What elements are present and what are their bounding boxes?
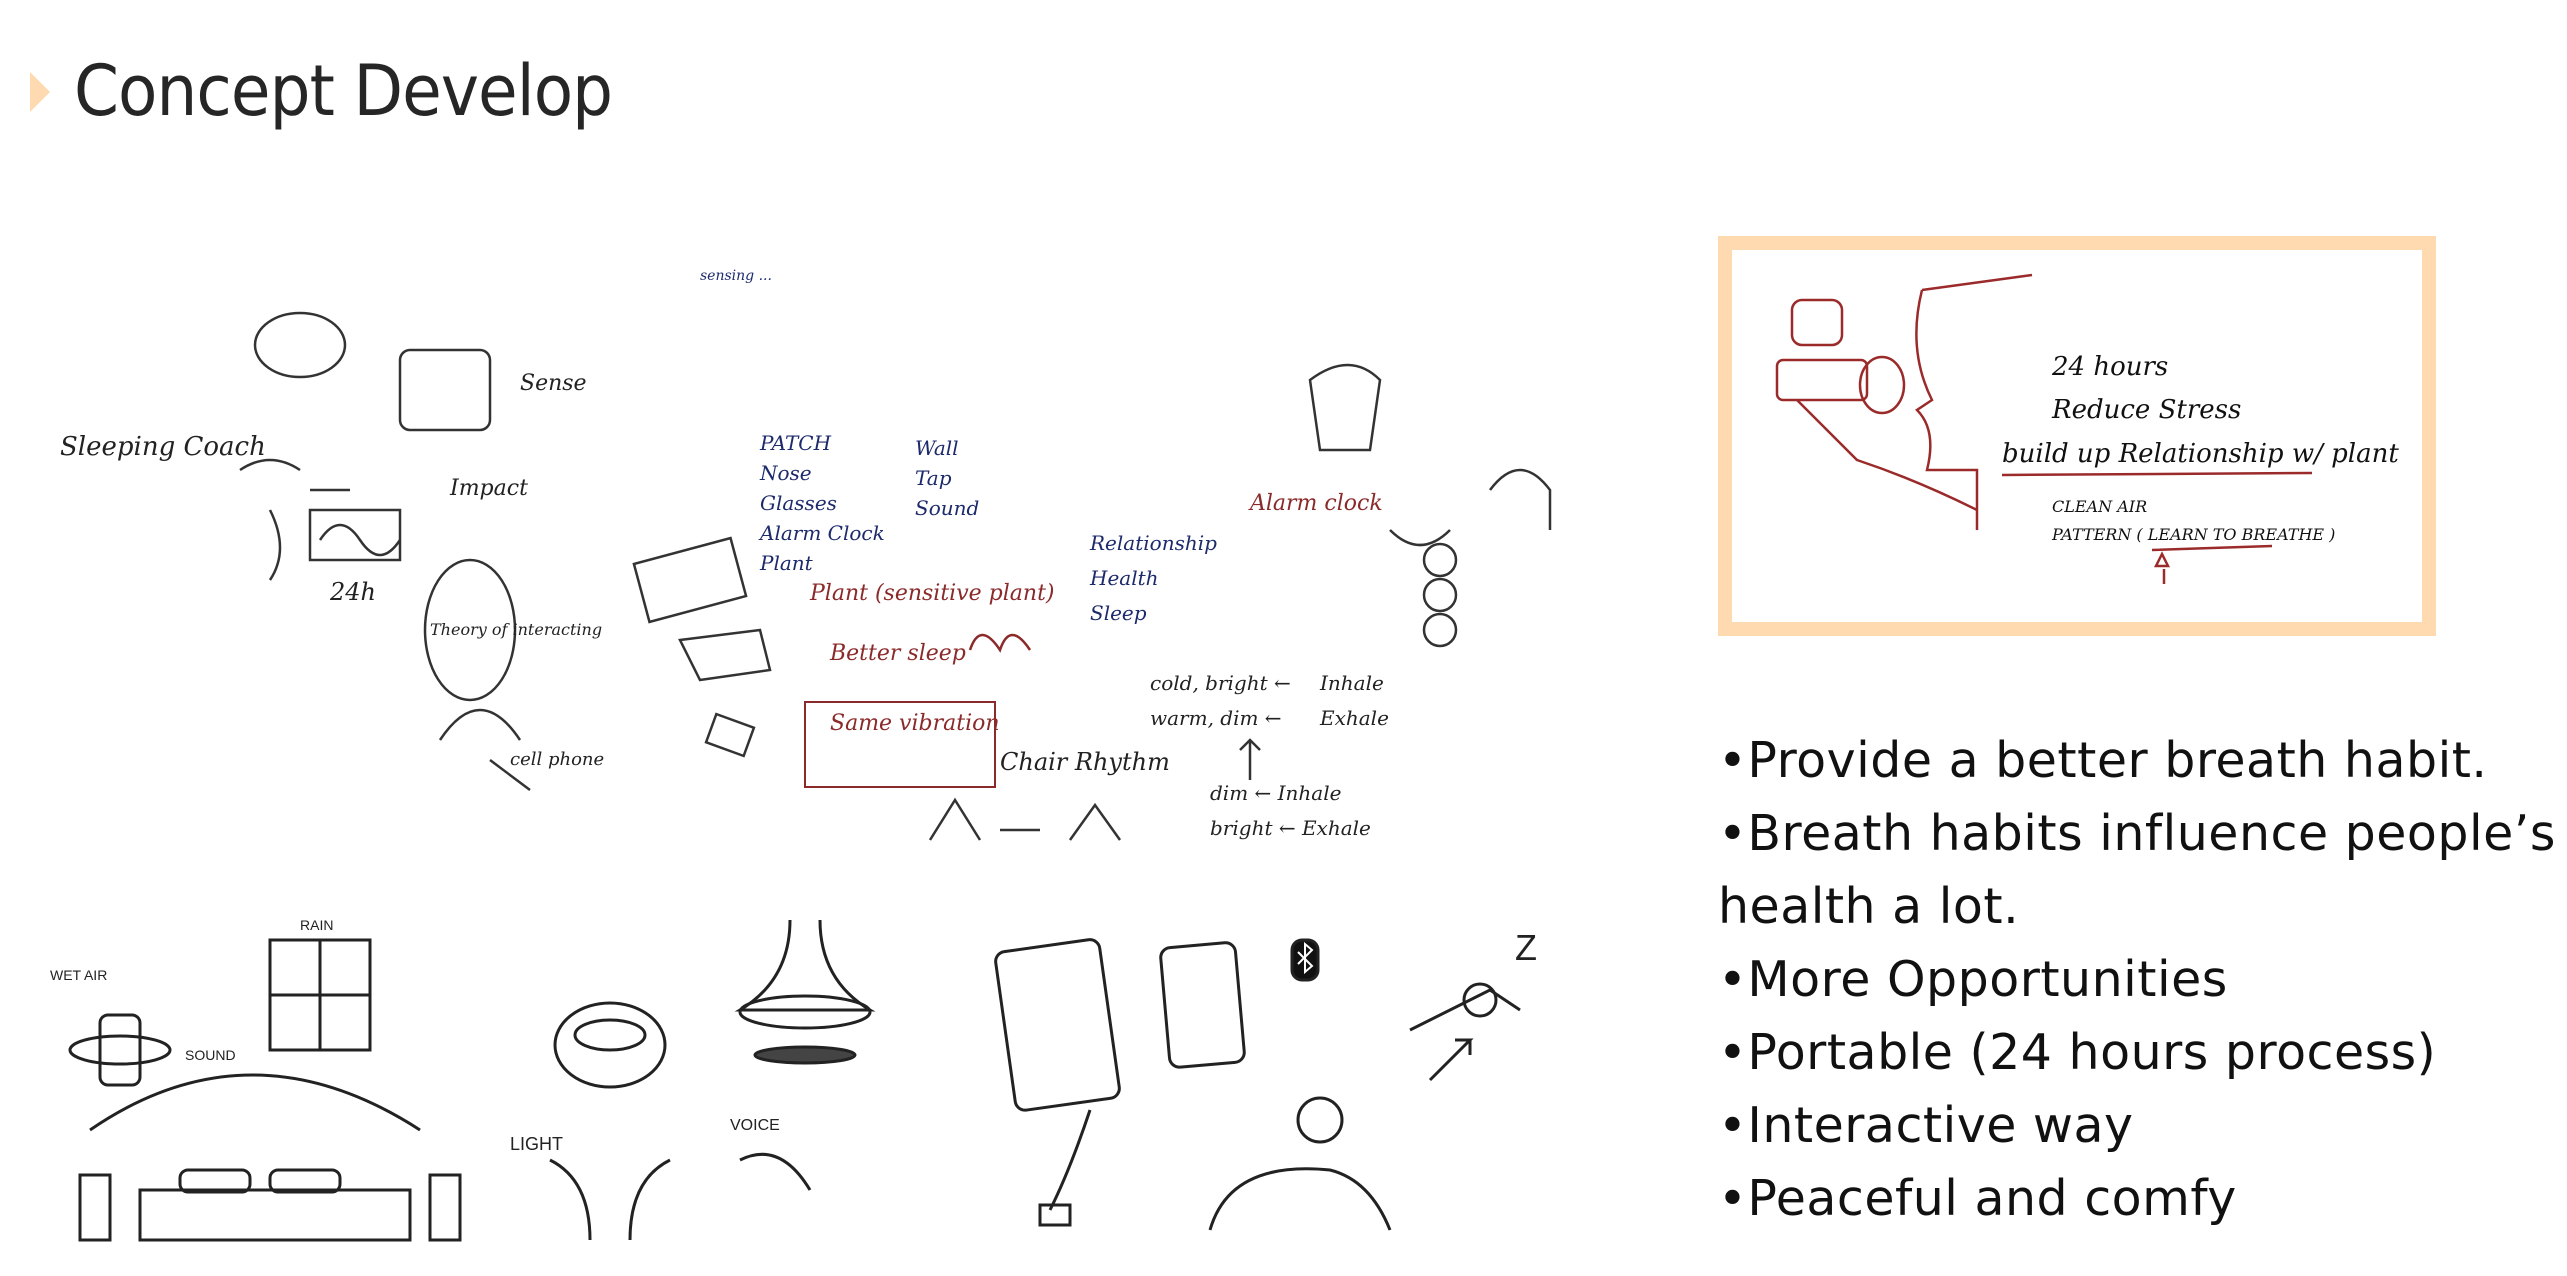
bluetooth-icon	[1290, 938, 1320, 982]
concept-note: build up Relationship w/ plant	[2002, 439, 2399, 469]
sketch-label: Relationship	[1089, 531, 1217, 555]
sketch-label: cell phone	[510, 749, 604, 770]
sketch-label: Health	[1089, 566, 1159, 590]
bullet-item: •Provide a better breath habit.	[1718, 732, 2488, 789]
svg-text:cold, bright ←: cold, bright ←	[1150, 671, 1291, 695]
sketch-label: Plant	[759, 551, 814, 575]
concept-sketch-frame: 24 hours Reduce Stress build up Relation…	[1718, 236, 2436, 636]
sensing-list: sensing ... PATCH Nose Glasses Alarm Clo…	[700, 268, 1217, 625]
svg-text:bright ← Exhale: bright ← Exhale	[1210, 816, 1371, 840]
plant-cluster: Plant (sensitive plant) Better sleep Sam…	[809, 491, 1383, 736]
phone-tablet-icon	[994, 938, 1246, 1227]
illustration-label: WET AIR	[50, 967, 107, 983]
sketch-label: Alarm Clock	[758, 521, 885, 545]
bullet-item: •Interactive way	[1718, 1097, 2134, 1154]
sketch-label: Plant (sensitive plant)	[809, 581, 1055, 606]
sketch-label: Chair Rhythm	[1000, 748, 1170, 776]
illustration-label: SOUND	[185, 1047, 236, 1063]
sketch-label: Sound	[915, 496, 979, 520]
sketch-label: Inhale	[1319, 671, 1384, 695]
sketch-label: Theory of interacting	[430, 620, 602, 639]
concept-note: 24 hours	[2051, 352, 2168, 382]
sleeping-person-icon: Z	[1208, 927, 1537, 1231]
window-rain-icon: RAIN	[268, 917, 372, 1052]
bullet-item: •Portable (24 hours process)	[1718, 1024, 2437, 1081]
illustration-label: LIGHT	[510, 1134, 563, 1154]
concept-note: Reduce Stress	[2051, 395, 2241, 425]
sketch-label: Same vibration	[830, 711, 1000, 736]
concept-note: PATTERN ( LEARN TO BREATHE )	[2051, 525, 2335, 544]
sketch-label: Sleep	[1090, 601, 1147, 625]
bullet-item: •Peaceful and comfy	[1718, 1170, 2237, 1227]
page-title: Concept Develop	[74, 50, 613, 132]
sketch-label: 24h	[329, 578, 376, 606]
sketch-label: Alarm clock	[1248, 491, 1383, 516]
breath-flow: cold, bright ← Inhale warm, dim ← Exhale…	[1150, 671, 1389, 840]
sketch-label: PATCH	[759, 431, 832, 455]
illustration-label: VOICE	[730, 1117, 780, 1134]
svg-text:dim ← Inhale: dim ← Inhale	[1210, 781, 1341, 805]
product-illustrations: WET AIR SOUND RAIN LIGHT VOICE Z	[50, 917, 1537, 1242]
sleeping-coach-cluster: Sleeping Coach Sense Impact 24h Theory o…	[60, 311, 604, 791]
humidifier-icon: WET AIR SOUND	[50, 967, 236, 1087]
bed-speakers-icon	[78, 1073, 462, 1242]
sketch-label: Nose	[759, 461, 812, 485]
svg-text:Z: Z	[1515, 927, 1537, 968]
whiteboard-sketch: Sleeping Coach Sense Impact 24h Theory o…	[60, 268, 1552, 841]
illustration-label: RAIN	[300, 917, 333, 933]
sketch-label: Wall	[915, 436, 959, 460]
bullet-item-continuation: health a lot.	[1718, 878, 2020, 935]
svg-text:warm, dim ←: warm, dim ←	[1150, 706, 1282, 730]
bullet-item: •Breath habits influence people’s	[1718, 805, 2556, 862]
sketch-label: Sleeping Coach	[60, 432, 266, 462]
sketch-label: Exhale	[1319, 706, 1389, 730]
sketch-label: Tap	[915, 466, 952, 490]
breathing-device-sketch: 24 hours Reduce Stress build up Relation…	[1775, 273, 2399, 584]
bullet-list: •Provide a better breath habit. •Breath …	[1718, 724, 2556, 1235]
svg-text:sensing ...: sensing ...	[700, 268, 772, 284]
bullet-item: •More Opportunities	[1718, 951, 2228, 1008]
breathing-device-icon: LIGHT VOICE	[510, 919, 876, 1241]
sketch-label: Sense	[520, 371, 587, 396]
concept-note: CLEAN AIR	[2052, 497, 2147, 516]
sketch-label: Better sleep	[829, 641, 966, 666]
title-marker-icon	[30, 72, 50, 112]
sketch-label: Impact	[449, 476, 528, 501]
sketch-label: Glasses	[760, 491, 837, 515]
